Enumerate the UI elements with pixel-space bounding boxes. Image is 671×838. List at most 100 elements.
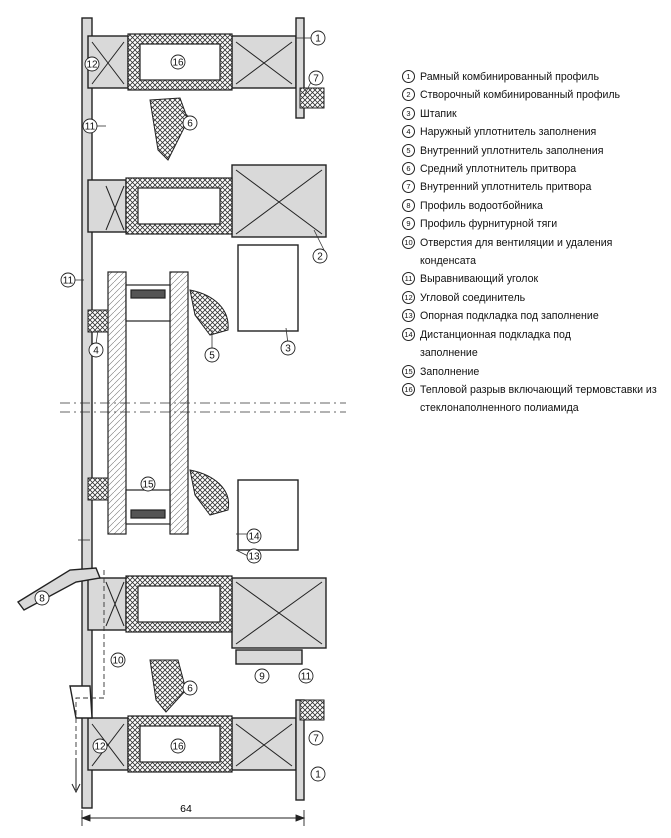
dimension: [80, 810, 306, 826]
legend-text: Средний уплотнитель притвора: [420, 163, 577, 176]
callout-17: [254, 668, 270, 684]
callout-num-21: 1: [315, 770, 321, 781]
legend-number: 14: [402, 327, 415, 341]
legend-text: Дистанционная подкладка под заполнение: [420, 328, 571, 360]
legend-number: 13: [402, 309, 415, 323]
legend-text: Внутренний уплотнитель заполнения: [420, 144, 604, 157]
legend-item: 6 Средний уплотнитель притвора: [402, 160, 668, 178]
callout-numbers: 1 7 6 11 12 16 2 3 4 5 11 15 14 13 8 10 …: [39, 34, 323, 781]
callout-markers: [34, 30, 328, 782]
legend-item: 1 Рамный комбинированный профиль: [402, 68, 668, 86]
callout-num-19: 6: [187, 684, 193, 695]
callout-num-20: 7: [313, 734, 319, 745]
legend-number: 8: [402, 198, 415, 212]
center-line: [60, 402, 346, 413]
legend-item: 4 Наружный уплотнитель заполнения: [402, 123, 668, 141]
callout-20: [308, 730, 324, 746]
callout-18: [298, 668, 314, 684]
callout-22: [92, 738, 108, 754]
callout-num-5: 12: [86, 60, 98, 71]
callout-9: [88, 342, 104, 358]
ventilation-path: [75, 570, 105, 758]
legend-number: 9: [402, 217, 415, 231]
callout-num-9: 4: [93, 346, 99, 357]
callout-16: [110, 652, 126, 668]
callout-num-3: 6: [187, 119, 193, 130]
callout-num-11: 11: [63, 276, 74, 287]
callout-num-1: 1: [315, 34, 321, 45]
legend-item: 10 Отверстия для вентиляции и удаления ко…: [402, 234, 660, 271]
legend-number: 5: [402, 143, 415, 157]
legend-number: 10: [402, 235, 415, 249]
callout-num-14: 13: [248, 552, 260, 563]
legend-number: 2: [402, 88, 415, 102]
legend-text: Опорная подкладка под заполнение: [420, 310, 599, 323]
legend-item: 15 Заполнение: [402, 363, 668, 381]
callout-21: [310, 766, 326, 782]
callout-10: [204, 347, 220, 363]
legend-number: 4: [402, 125, 415, 139]
callout-5: [84, 56, 100, 72]
legend-text: Тепловой разрыв включающий термовставки …: [420, 383, 657, 415]
legend-number: 15: [402, 364, 415, 378]
legend-text: Профиль фурнитурной тяги: [420, 218, 558, 231]
callout-num-16: 10: [112, 656, 124, 667]
callout-4: [82, 118, 98, 134]
gaskets: [87, 87, 325, 721]
callout-12: [140, 476, 156, 492]
legend-number: 11: [402, 272, 415, 286]
corner-connectors: [91, 41, 323, 767]
callout-num-8: 3: [285, 344, 291, 355]
legend: 1 Рамный комбинированный профиль 2 Створоч…: [402, 68, 668, 418]
legend-item: 14 Дистанционная подкладка под заполнение: [402, 326, 620, 363]
callout-num-12: 15: [142, 480, 154, 491]
callout-num-15: 8: [39, 594, 45, 605]
legend-number: 16: [402, 382, 415, 396]
legend-text: Выравнивающий уголок: [420, 273, 539, 286]
legend-text: Отверстия для вентиляции и удаления конд…: [420, 236, 613, 268]
legend-item: 8 Профиль водоотбойника: [402, 197, 668, 215]
legend-text: Створочный комбинированный профиль: [420, 89, 621, 102]
legend-item: 13 Опорная подкладка под заполнение: [402, 307, 668, 325]
legend-text: Угловой соединитель: [420, 291, 526, 304]
callout-num-22: 12: [94, 742, 106, 753]
callout-3: [182, 115, 198, 131]
drain-arrow: [71, 758, 81, 794]
section-drawing: 64 1: [16, 17, 346, 826]
callout-14: [246, 548, 262, 564]
legend-number: 7: [402, 180, 415, 194]
legend-item: 5 Внутренний уплотнитель заполнения: [402, 142, 668, 160]
legend-text: Наружный уплотнитель заполнения: [420, 126, 597, 139]
callout-num-18: 11: [301, 672, 312, 683]
callout-13: [246, 528, 262, 544]
legend-text: Заполнение: [420, 365, 480, 378]
callout-num-23: 16: [172, 742, 184, 753]
callout-6: [170, 54, 186, 70]
legend-text: Профиль водоотбойника: [420, 199, 543, 212]
callout-7: [312, 248, 328, 264]
legend-item: 9 Профиль фурнитурной тяги: [402, 215, 668, 233]
callout-num-4: 11: [85, 122, 96, 133]
callout-num-10: 5: [209, 351, 215, 362]
callout-num-6: 16: [172, 58, 184, 69]
dimension-label: 64: [180, 803, 192, 815]
legend-text: Штапик: [420, 107, 457, 120]
callout-1: [310, 30, 326, 46]
legend-number: 1: [402, 70, 415, 83]
callout-num-2: 7: [313, 74, 319, 85]
callout-11: [60, 272, 76, 288]
callout-num-7: 2: [317, 252, 323, 263]
callout-19: [182, 680, 198, 696]
legend-item: 3 Штапик: [402, 105, 668, 123]
legend-item: 16 Тепловой разрыв включающий термовставк…: [402, 381, 660, 418]
callout-23: [170, 738, 186, 754]
callout-num-13: 14: [248, 532, 260, 543]
callout-15: [34, 590, 50, 606]
thermal-breaks: [125, 33, 233, 773]
legend-item: 2 Створочный комбинированный профиль: [402, 86, 668, 104]
legend-text: Рамный комбинированный профиль: [420, 71, 599, 83]
legend-number: 6: [402, 162, 415, 176]
callout-8: [280, 340, 296, 356]
legend-number: 3: [402, 106, 415, 120]
